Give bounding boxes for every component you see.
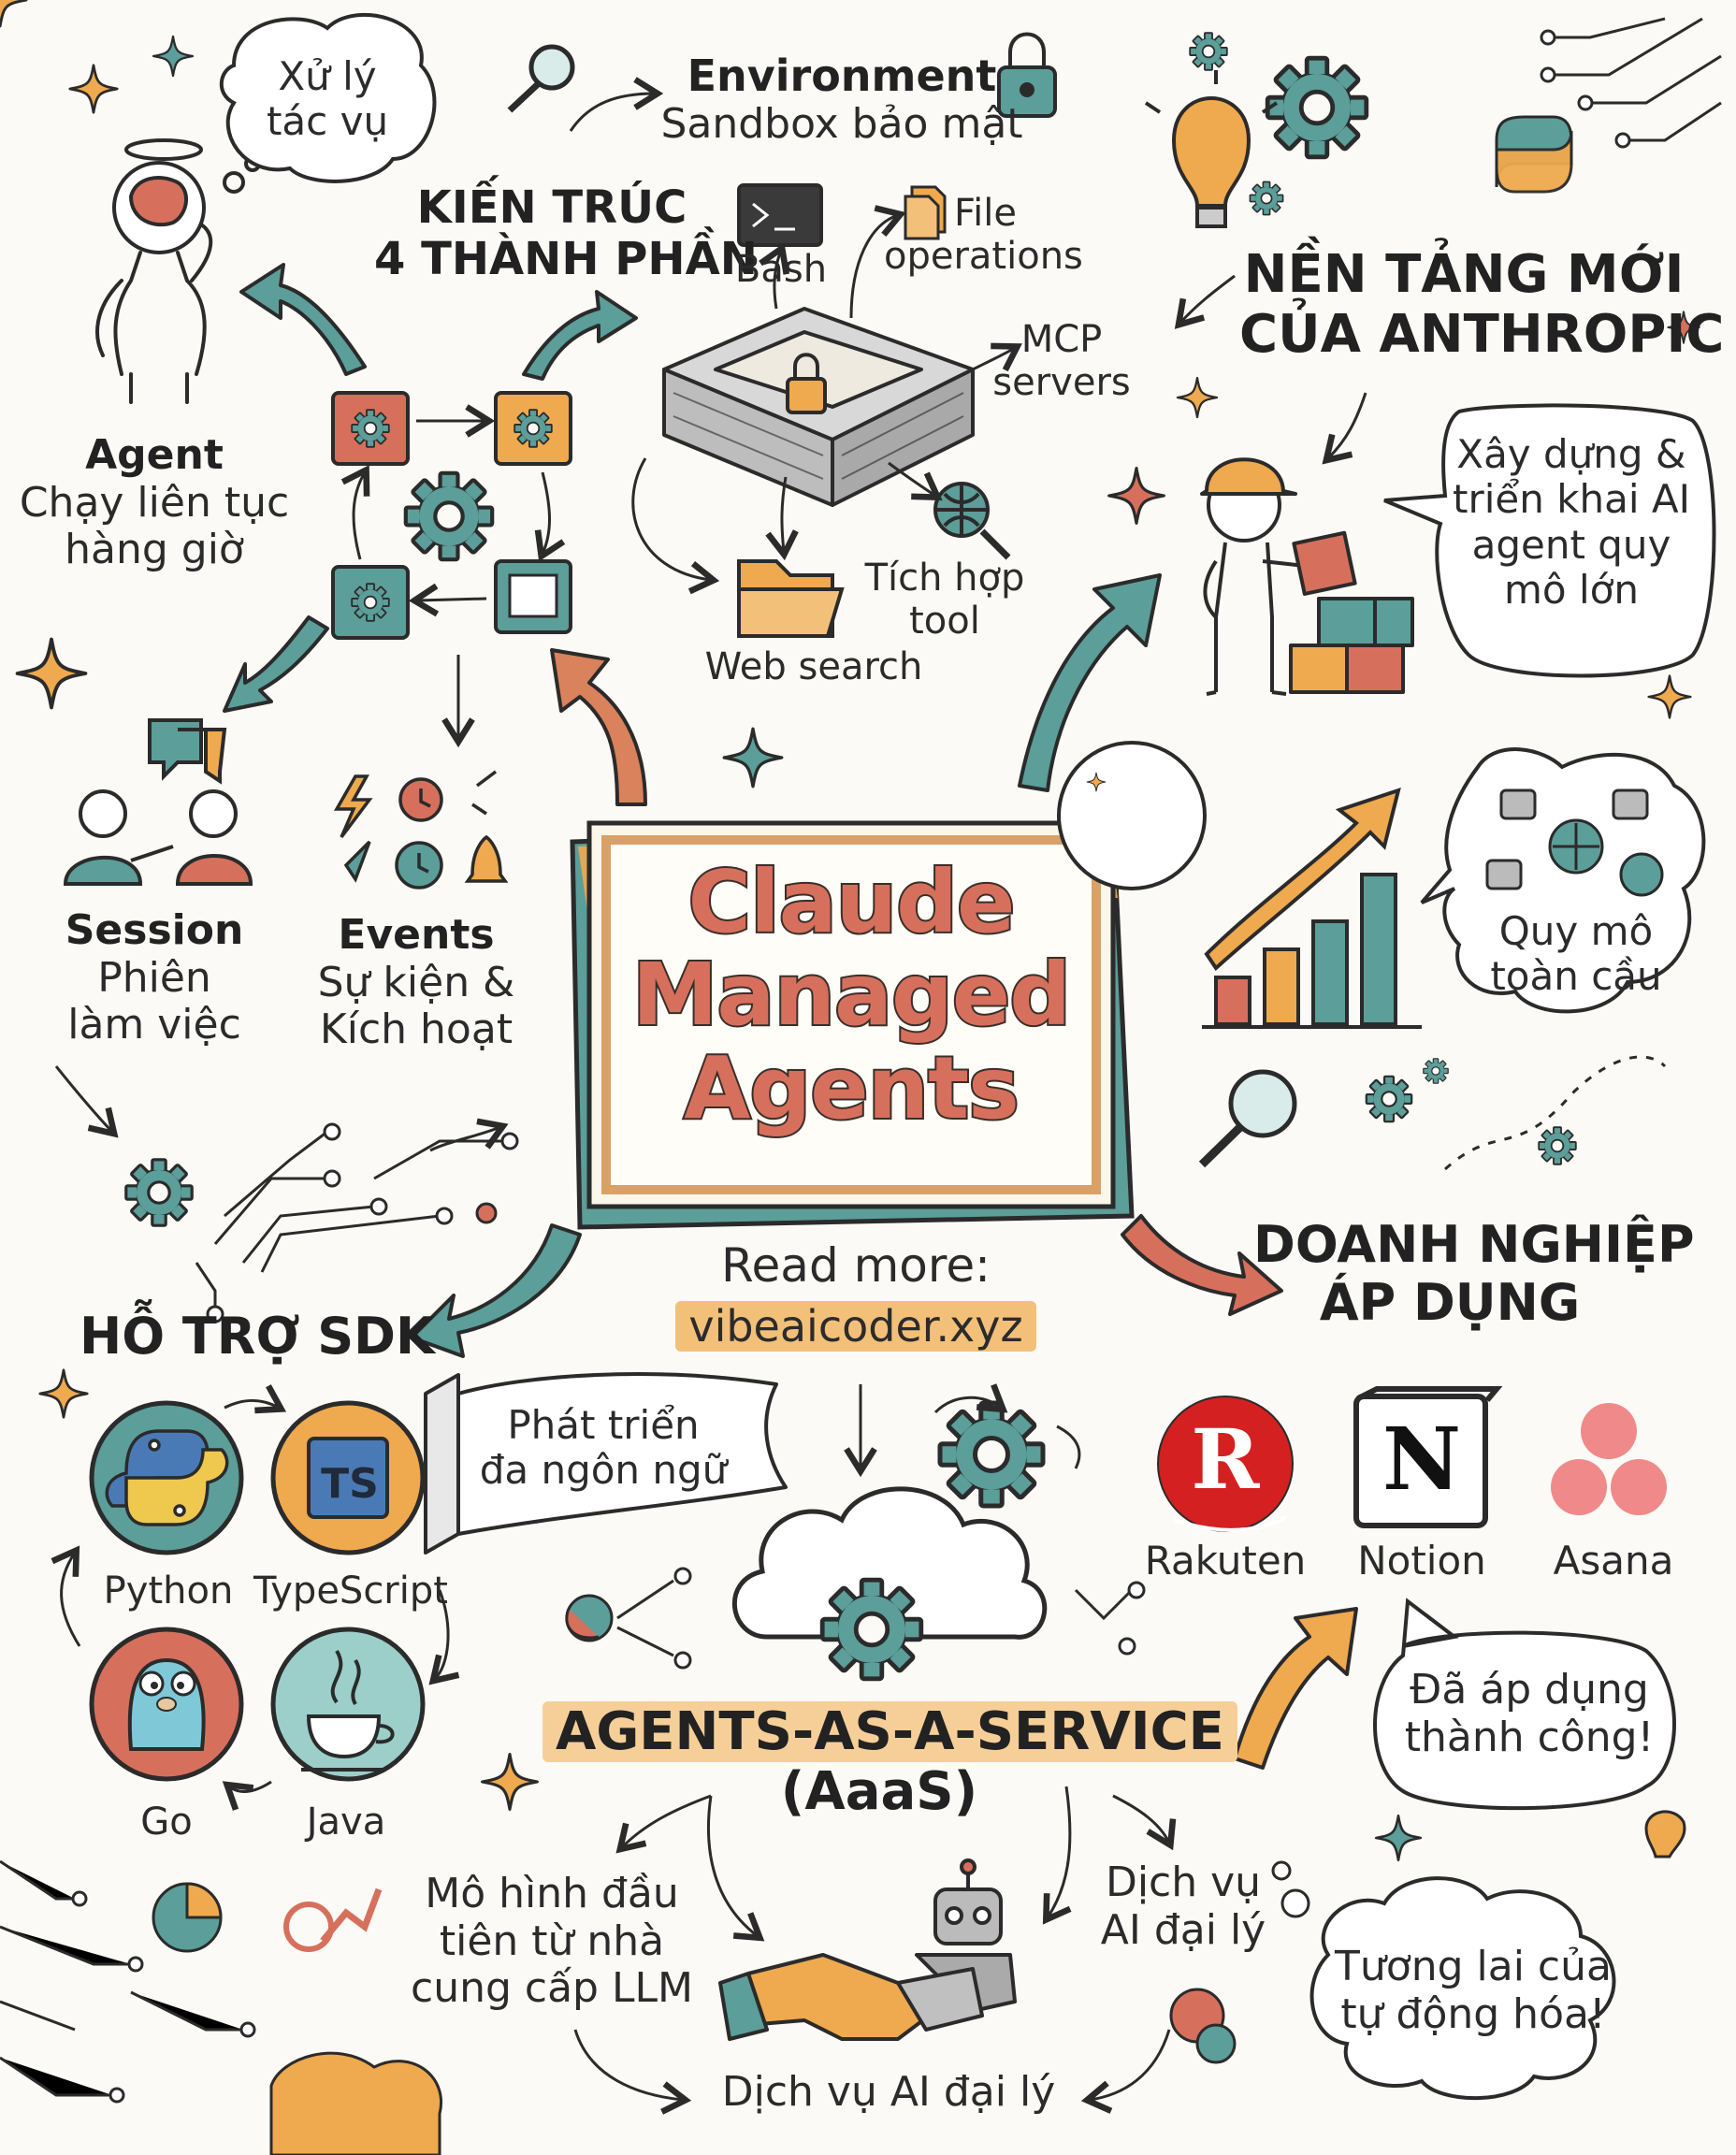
go-gopher-logo xyxy=(89,1627,244,1782)
build-speech-bubble xyxy=(1383,403,1716,678)
sdk-title: HỖ TRỢ SDK xyxy=(80,1307,435,1366)
read-more-url[interactable]: vibeaicoder.xyz xyxy=(675,1301,1036,1352)
notion-logo xyxy=(1353,1386,1503,1528)
bash-terminal-icon xyxy=(737,183,823,247)
arrow-up-right xyxy=(1018,573,1162,792)
aaas-title: AGENTS-AS-A-SERVICE (AaaS) xyxy=(542,1701,1237,1823)
thought-bubble xyxy=(219,13,437,183)
magnifier-right-icon xyxy=(1198,1069,1297,1168)
bottom-deco xyxy=(0,1810,1686,2155)
tool-integration-label: Tích hợp tool xyxy=(864,557,1025,643)
tool-bash-label: Bash xyxy=(734,248,828,291)
sparkle-badge-icon xyxy=(0,0,1207,890)
python-logo xyxy=(89,1400,244,1555)
rakuten-logo-letter: R xyxy=(1191,1410,1260,1508)
aaas-bottom-text: Dịch vụ AI đại lý xyxy=(721,2068,1056,2116)
architecture-title: KIẾN TRÚC 4 THÀNH PHẦN xyxy=(374,181,758,286)
future-cloud-bubble xyxy=(1271,1860,1616,2101)
sandbox-arrows xyxy=(569,77,1022,595)
sdk-python-label: Python xyxy=(103,1569,234,1613)
title-line-2: Managed xyxy=(630,945,1073,1046)
sdk-go-label: Go xyxy=(140,1801,193,1844)
enterprise-title: DOANH NGHIỆP ÁP DỤNG xyxy=(1253,1215,1695,1333)
sdk-typescript-label: TypeScript xyxy=(253,1569,448,1613)
arrow-session xyxy=(223,615,329,713)
arrow-up-left xyxy=(550,648,647,806)
java-logo xyxy=(270,1627,426,1782)
thought-bubble-text: Xử lý tác vụ xyxy=(266,53,389,145)
tool-mcp-label: MCP servers xyxy=(992,318,1131,404)
agent-figure xyxy=(95,138,261,404)
cloud-gear-icon xyxy=(731,1403,1081,1679)
company-asana-label: Asana xyxy=(1553,1538,1674,1584)
agent-label: Agent Chạy liên tục hàng giờ xyxy=(19,431,290,574)
sdk-java-label: Java xyxy=(306,1801,386,1844)
events-icons xyxy=(333,770,509,889)
arrow-down-left xyxy=(410,1223,582,1358)
global-bubble-text: Quy mô toàn cầu xyxy=(1490,908,1662,1000)
sdk-banner-text: Phát triển đa ngôn ngữ xyxy=(479,1402,728,1494)
build-bubble-text: Xây dựng & triển khai AI agent quy mô lớ… xyxy=(1452,431,1691,613)
typescript-logo xyxy=(270,1400,426,1555)
folder-icon xyxy=(737,559,845,638)
notion-logo-letter: N xyxy=(1382,1409,1462,1510)
aaas-left-text: Mô hình đầu tiên từ nhà cung cấp LLM xyxy=(411,1870,693,2013)
title-line-3: Agents xyxy=(682,1037,1021,1138)
rakuten-logo xyxy=(1157,1396,1294,1532)
arrow-enterprise xyxy=(1233,1607,1358,1770)
sdk-banner xyxy=(424,1372,788,1555)
asana-logo xyxy=(1551,1403,1667,1515)
handshake-robot-icon xyxy=(718,1859,1017,2041)
platform-arrows xyxy=(1174,274,1367,465)
aaas-small-deco xyxy=(565,1567,1146,1670)
arrow-agent-top xyxy=(239,263,367,376)
circuit-left-middle xyxy=(54,1065,519,1323)
session-label: Session Phiên làm việc xyxy=(65,906,244,1049)
builder-figure xyxy=(1200,457,1414,696)
typescript-badge-text: TS xyxy=(321,1460,379,1508)
tool-file-operations-label: File operations xyxy=(884,192,1083,278)
title-board xyxy=(570,820,1135,1230)
right-mid-gears xyxy=(1365,1058,1577,1165)
tool-web-search-label: Web search xyxy=(704,645,923,688)
global-scale-bubble xyxy=(1420,747,1706,1014)
architecture-cycle xyxy=(331,391,572,748)
success-speech-bubble xyxy=(1373,1598,1676,1811)
main-title: Claude Managed Agents xyxy=(608,852,1094,1138)
aaas-right-text: Dịch vụ AI đại lý xyxy=(1100,1859,1266,1954)
dotted-path xyxy=(1443,1055,1667,1171)
globe-search-icon xyxy=(933,482,1011,560)
sdk-cycle-arrows xyxy=(51,1384,460,1811)
environment-label: Environment Sandbox bảo mật xyxy=(660,51,1023,148)
lightbulb-icon xyxy=(1144,70,1279,228)
environment-lock-icon xyxy=(997,32,1057,118)
sandbox-wall xyxy=(662,307,975,507)
company-notion-label: Notion xyxy=(1357,1538,1486,1584)
platform-title: NỀN TẢNG MỚI CỦA ANTHROPIC xyxy=(1239,244,1725,366)
session-people xyxy=(63,718,253,886)
read-more-label: Read more: xyxy=(721,1238,991,1293)
circuit-lines-top-right xyxy=(1540,17,1722,149)
read-more-link[interactable]: vibeaicoder.xyz xyxy=(617,1301,1094,1352)
growth-bar-chart-icon xyxy=(1202,787,1422,1029)
arrow-env xyxy=(522,290,638,381)
company-rakuten-label: Rakuten xyxy=(1144,1538,1307,1584)
python-logo-small-icon xyxy=(1495,115,1573,194)
arrow-down-right xyxy=(1121,1214,1283,1316)
title-line-1: Claude xyxy=(687,852,1018,952)
aaas-flow-arrows xyxy=(573,1383,1177,2115)
center-arrows xyxy=(223,263,1358,1770)
future-bubble-text: Tương lai của tự động hóa! xyxy=(1335,1943,1612,2038)
events-label: Events Sự kiện & Kích hoạt xyxy=(317,911,515,1054)
success-bubble-text: Đã áp dụng thành công! xyxy=(1404,1666,1655,1761)
file-icon xyxy=(904,185,947,240)
magnifier-icon xyxy=(507,44,575,113)
